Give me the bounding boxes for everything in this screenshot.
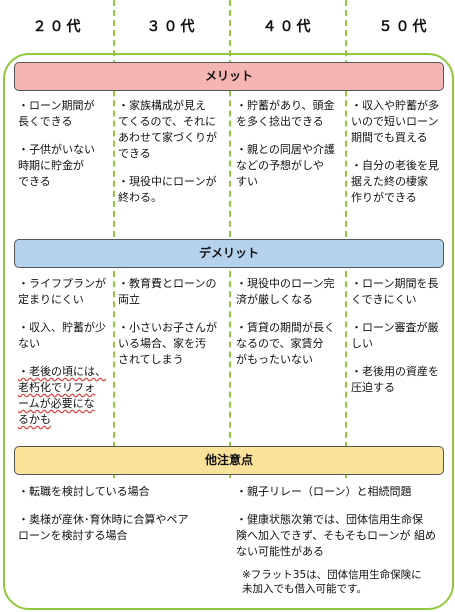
demerit-20s-cell: ・ライフプランが 定まりにくい ・収入、貯蓄が少 ない ・老後の頃には、 老朽化… (18, 276, 112, 428)
merit-50s-cell: ・収入や貯蓄が多 いので短いローン 期間でも買える ・自分の老後を見 据えた終の… (351, 98, 451, 206)
header-30s: ３０代 (146, 19, 198, 35)
other-left-item: ・転職を検討している場合 (18, 485, 150, 498)
demerit-40s-item: ・現役中のローン完 済が厳しくなる (236, 277, 335, 306)
other-left-item: ・奥様が産休･育休時に合算やペア ローンを検討する場合 (18, 513, 189, 542)
demerit-30s-item: ・小さいお子さんが いる場合、家を汚 されてしまう (118, 321, 217, 366)
demerit-30s-cell: ・教育費とローンの 両立 ・小さいお子さんが いる場合、家を汚 されてしまう (118, 276, 228, 368)
merit-50s-item: ・自分の老後を見 据えた終の棲家 作りができる (351, 159, 439, 204)
other-right-item: ・親子リレー（ローン）と相続問題 (236, 485, 412, 498)
merit-30s-item: ・現役中にローンが 終わる。 (118, 175, 217, 204)
demerit-band: デメリット (14, 239, 444, 268)
demerit-50s-cell: ・ローン期間を長 くできにくい ・ローン審査が厳 しい ・老後用の資産を 圧迫す… (351, 276, 451, 396)
other-notes-band: 他注意点 (14, 446, 444, 475)
demerit-30s-item: ・教育費とローンの 両立 (118, 277, 217, 306)
table-frame (3, 53, 454, 610)
demerit-40s-item: ・賃貸の期間が長く なるので、家賃分 がもったいない (236, 321, 335, 366)
merit-30s-item: ・家族構成が見え てくるので、それに あわせて家づくりが できる (118, 99, 217, 160)
demerit-50s-item: ・ローン審査が厳 しい (351, 321, 439, 350)
merit-40s-cell: ・貯蓄があり、頭金 を多く捻出できる ・親との同居や介護 などの予想がしや すい (236, 98, 344, 190)
other-left-cell: ・転職を検討している場合 ・奥様が産休･育休時に合算やペア ローンを検討する場合 (18, 484, 228, 544)
demerit-20s-item: ・収入、貯蓄が少 ない (18, 321, 106, 350)
merit-50s-item: ・収入や貯蓄が多 いので短いローン 期間でも買える (351, 99, 439, 144)
other-right-item: ・健康状態次第では、団体信用生命保 険へ加入できず、そもそもローンが 組め ない… (236, 513, 436, 558)
merit-20s-cell: ・ローン期間が 長くできる ・子供がいない 時期に貯金が できる (18, 98, 112, 190)
header-20s: ２０代 (32, 19, 84, 35)
merit-20s-item: ・ローン期間が 長くできる (18, 99, 95, 128)
header-50s: ５０代 (378, 19, 430, 35)
merit-20s-item: ・子供がいない 時期に貯金が できる (18, 143, 95, 188)
merit-40s-item: ・貯蓄があり、頭金 を多く捻出できる (236, 99, 335, 128)
demerit-40s-cell: ・現役中のローン完 済が厳しくなる ・賃貸の期間が長く なるので、家賃分 がもっ… (236, 276, 344, 368)
merit-band: メリット (14, 62, 444, 91)
demerit-50s-item: ・老後用の資産を 圧迫する (351, 365, 439, 394)
merit-40s-item: ・親との同居や介護 などの予想がしや すい (236, 143, 335, 188)
flat35-note: ※フラット35は、団体信用生命保険に 未加入でも借入可能です。 (242, 569, 422, 595)
demerit-20s-item: ・老後の頃には、 老朽化でリフォ ームが必要にな るかも (18, 365, 106, 426)
demerit-50s-item: ・ローン期間を長 くできにくい (351, 277, 439, 306)
other-right-cell: ・親子リレー（ローン）と相続問題 ・健康状態次第では、団体信用生命保 険へ加入で… (236, 484, 450, 596)
header-40s: ４０代 (262, 19, 314, 35)
merit-30s-cell: ・家族構成が見え てくるので、それに あわせて家づくりが できる ・現役中にロー… (118, 98, 228, 206)
demerit-20s-item: ・ライフプランが 定まりにくい (18, 277, 106, 306)
